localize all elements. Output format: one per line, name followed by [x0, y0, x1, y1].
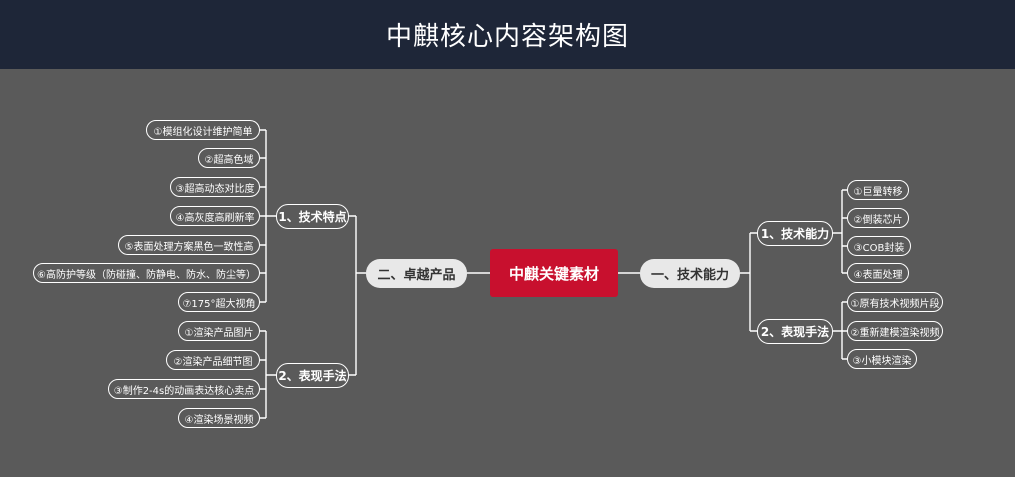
- leaf-ultra-color-gamut[interactable]: ②超高色域: [198, 148, 260, 168]
- root-node[interactable]: 中麒关键素材: [490, 249, 618, 297]
- branch-technical-capability[interactable]: 一、技术能力: [640, 259, 740, 288]
- leaf-mass-transfer[interactable]: ①巨量转移: [847, 180, 909, 200]
- connector-lines: [260, 129, 847, 419]
- branch-excellent-product[interactable]: 二、卓越产品: [366, 259, 467, 288]
- leaf-high-gray-refresh[interactable]: ④高灰度高刷新率: [170, 206, 260, 226]
- leaf-modular-design[interactable]: ①模组化设计维护简单: [146, 120, 260, 140]
- leaf-surface-treatment-right[interactable]: ④表面处理: [847, 263, 909, 283]
- connector-right-main-to-subs: [740, 232, 757, 332]
- leaf-flip-chip[interactable]: ②倒装芯片: [847, 208, 909, 228]
- leaf-high-protection-level[interactable]: ⑥高防护等级（防碰撞、防静电、防水、防尘等）: [33, 263, 260, 283]
- page-header: 中麒核心内容架构图: [0, 0, 1015, 69]
- connector-left-sub2-leaves: [260, 330, 276, 419]
- leaf-cob-package[interactable]: ③COB封装: [847, 236, 911, 256]
- leaf-render-scene-video[interactable]: ④渲染场景视频: [178, 408, 260, 428]
- connector-left-sub1-leaves: [260, 129, 276, 303]
- page-title: 中麒核心内容架构图: [385, 22, 629, 52]
- leaf-small-module-render[interactable]: ③小模块渲染: [847, 349, 917, 369]
- leaf-surface-black-consistency[interactable]: ⑤表面处理方案黑色一致性高: [118, 235, 260, 255]
- connector-left-main-to-subs: [349, 215, 366, 376]
- mindmap-canvas: 中麒关键素材 一、技术能力 1、技术能力 2、表现手法 ①巨量转移 ②倒装芯片 …: [0, 69, 1015, 477]
- leaf-wide-viewing-angle[interactable]: ⑦175°超大视角: [178, 292, 260, 312]
- sub-node-presentation-right[interactable]: 2、表现手法: [757, 319, 833, 344]
- leaf-remodel-render-video[interactable]: ②重新建模渲染视频: [847, 321, 943, 341]
- connector-right-sub2-leaves: [833, 301, 847, 360]
- leaf-render-product-image[interactable]: ①渲染产品图片: [178, 321, 260, 341]
- connector-right-sub1-leaves: [833, 189, 847, 274]
- sub-node-presentation-left[interactable]: 2、表现手法: [276, 363, 349, 388]
- leaf-high-dynamic-contrast[interactable]: ③超高动态对比度: [170, 177, 260, 197]
- leaf-animation-selling-points[interactable]: ③制作2-4s的动画表达核心卖点: [108, 379, 260, 399]
- sub-node-tech-capability[interactable]: 1、技术能力: [757, 221, 833, 246]
- sub-node-tech-features[interactable]: 1、技术特点: [276, 204, 349, 229]
- leaf-original-tech-video[interactable]: ①原有技术视频片段: [847, 292, 943, 312]
- leaf-render-product-detail[interactable]: ②渲染产品细节图: [166, 350, 260, 370]
